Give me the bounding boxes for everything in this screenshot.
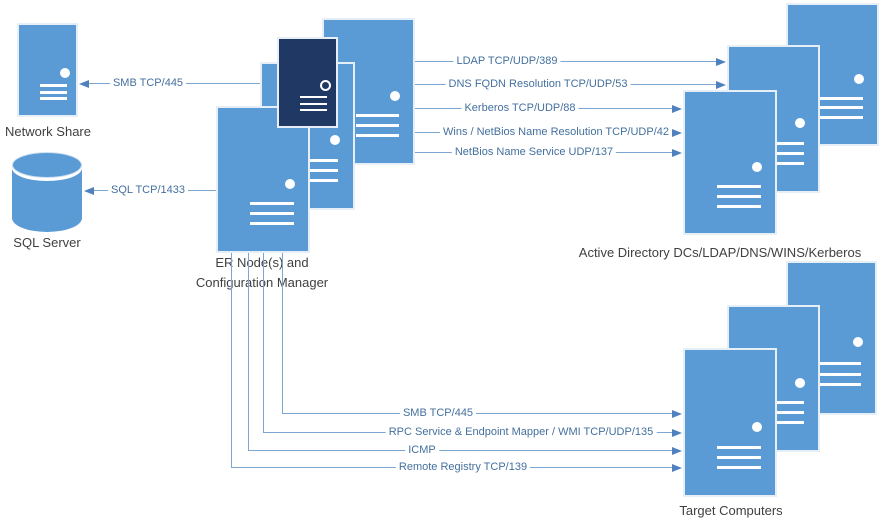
vent-stripe [250,212,294,216]
smb-target-connector-label: SMB TCP/445 [399,407,477,419]
er-server-icon-front [216,106,310,253]
led-dot-icon [752,161,762,172]
dns-connector-label: DNS FQDN Resolution TCP/UDP/53 [445,78,631,90]
vent-stripe [39,90,67,94]
smb-target-arrowhead-icon [672,409,682,418]
remote-registry-connector-label: Remote Registry TCP/139 [395,461,531,473]
sql-database-cylinder-icon [12,152,82,232]
vent-stripe [717,445,761,449]
vent-stripe [299,102,327,105]
netbios-connector-label: NetBios Name Service UDP/137 [451,146,617,158]
led-dot-icon [285,178,295,189]
er-server-icon-dark [277,37,338,128]
vent-stripe [717,455,761,459]
sql-server-label: SQL Server [13,235,81,250]
vent-stripe [761,142,804,146]
vent-stripe [717,194,761,198]
icmp-connector-line [248,450,672,451]
cylinder-top [12,152,82,178]
ldap-connector-label: LDAP TCP/UDP/389 [453,55,561,67]
vent-stripe [820,116,863,120]
vent-stripe [820,106,863,110]
vent-stripe [820,96,863,100]
vent-stripe [294,179,339,183]
led-dot-icon [795,118,806,129]
dns-arrowhead-icon [716,80,726,89]
led-dot-icon [59,67,70,78]
smb-share-arrowhead-icon [79,79,89,88]
led-dot-icon [752,421,762,432]
wins-arrowhead-icon [672,128,682,137]
vent-stripe [761,152,804,156]
vent-stripe [819,362,862,365]
rpc-arrowhead-icon [672,428,682,437]
icmp-connector-vline [248,253,249,450]
network-share-server-icon [17,23,78,117]
vent-stripe [819,383,862,386]
kerberos-arrowhead-icon [672,104,682,113]
vent-stripe [761,421,804,425]
remote-registry-connector-vline [231,253,232,467]
smb-target-connector-line [282,413,672,414]
led-dot-icon [854,73,865,84]
wins-connector-label: Wins / NetBios Name Resolution TCP/UDP/4… [440,126,672,138]
led-dot-icon [795,377,806,388]
vent-stripe [717,466,761,469]
vent-stripe [356,114,399,118]
vent-stripe [761,401,804,405]
sql-arrowhead-icon [84,186,94,195]
vent-stripe [356,134,399,138]
vent-stripe [294,159,339,163]
vent-stripe [761,162,804,166]
vent-stripe [294,169,339,173]
network-share-label: Network Share [5,124,91,139]
target-server-icon-front [683,348,777,497]
vent-stripe [250,202,294,206]
vent-stripe [39,97,67,100]
remote-registry-arrowhead-icon [672,463,682,472]
rpc-connector-label: RPC Service & Endpoint Mapper / WMI TCP/… [385,426,657,438]
vent-stripe [356,124,399,128]
ldap-connector-line [415,61,717,62]
vent-stripe [299,96,327,99]
led-dot-icon [329,135,340,146]
smb-target-connector-vline [282,253,283,413]
vent-stripe [299,108,327,111]
sql-connector-label: SQL TCP/1433 [108,184,188,196]
vent-stripe [250,222,294,226]
kerberos-connector-label: Kerberos TCP/UDP/88 [461,102,579,114]
led-dot-icon [852,337,863,348]
rpc-connector-vline [263,253,264,432]
active-directory-label: Active Directory DCs/LDAP/DNS/WINS/Kerbe… [578,245,862,260]
smb-share-connector-label: SMB TCP/445 [109,77,187,89]
vent-stripe [717,185,761,189]
er-node-label: ER Node(s) and Configuration Manager [196,253,328,293]
vent-stripe [717,204,761,208]
vent-stripe [819,372,862,376]
netbios-arrowhead-icon [672,148,682,157]
led-dot-icon [319,80,331,92]
icmp-connector-label: ICMP [405,444,439,456]
target-computers-label: Target Computers [679,503,783,518]
ad-server-icon-front [683,90,777,235]
er-node-label-line1: ER Node(s) and [215,255,309,270]
ldap-arrowhead-icon [716,57,726,66]
led-dot-icon [390,90,401,101]
vent-stripe [39,84,67,88]
er-node-label-line2: Configuration Manager [195,275,329,290]
icmp-arrowhead-icon [672,446,682,455]
vent-stripe [761,411,804,415]
